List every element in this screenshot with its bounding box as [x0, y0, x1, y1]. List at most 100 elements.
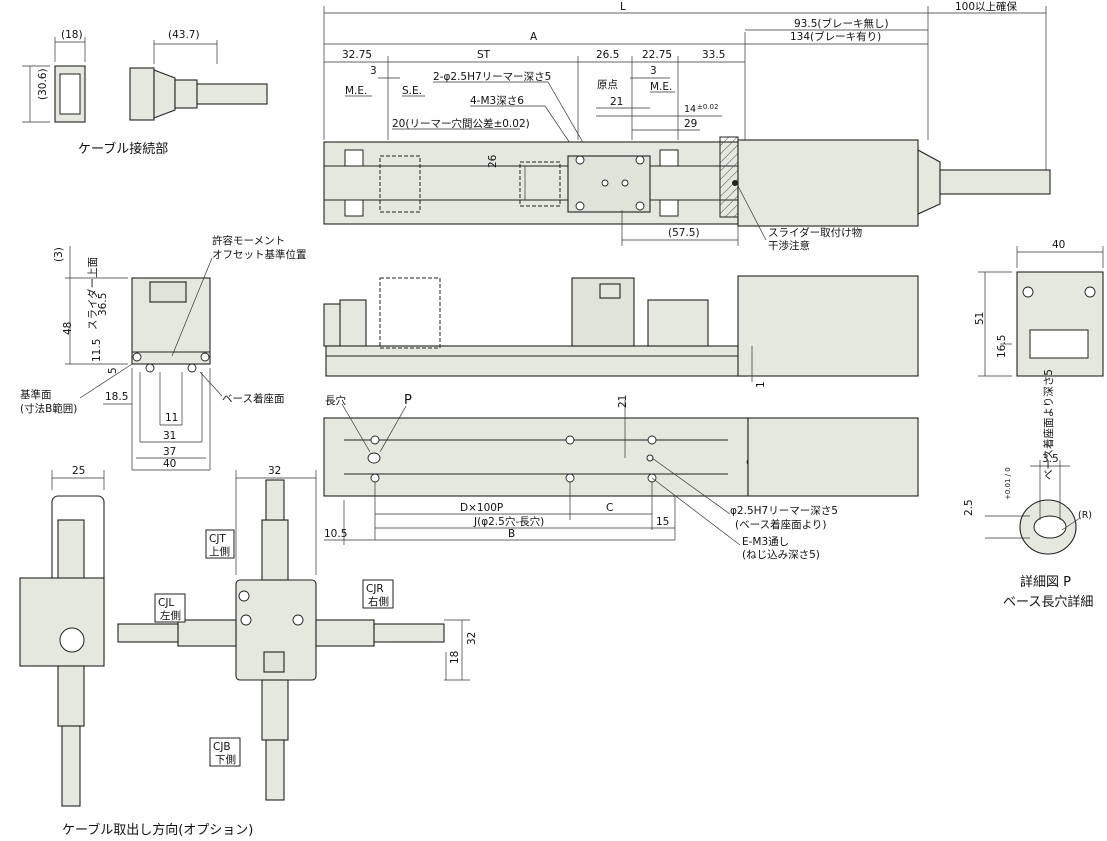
em3-callout-1: E-M3通し: [742, 536, 789, 548]
cjt-label-1: CJT: [209, 533, 226, 545]
detail-radius: (R): [1078, 510, 1092, 521]
ref-surface-1: 基準面: [20, 388, 52, 401]
actuator-base-side: [325, 345, 747, 377]
dim-32-top: 32: [268, 465, 281, 477]
allow-moment-1: 許容モーメント: [212, 234, 285, 247]
dim-48: 48: [62, 322, 74, 335]
dim-32-side: 32: [466, 632, 478, 645]
dim-3-paren: (3): [53, 247, 65, 262]
dim-3-left: 3: [370, 65, 377, 77]
dim-1-side: 1: [755, 381, 767, 388]
dim-26-5: 26.5: [596, 49, 619, 61]
phi25-callout-1: φ2.5H7リーマー深さ5: [730, 505, 838, 517]
actuator-base-bottom: [323, 417, 749, 497]
end-view-right: 40 51 16.5: [974, 239, 1104, 377]
dim-18-5: 18.5: [105, 391, 128, 403]
cjb-label-2: 下側: [215, 753, 236, 766]
dim-32-75: 32.75: [342, 49, 372, 61]
dim-B: B: [508, 528, 515, 540]
origin-label: 原点: [597, 79, 618, 91]
dim-DxP: D×100P: [460, 502, 503, 514]
long-hole-label: 長穴: [325, 394, 346, 407]
cjr-label-2: 右側: [368, 595, 389, 608]
dim-16-5: 16.5: [996, 335, 1008, 358]
side-view: 1: [323, 275, 919, 388]
reamer-callout: 2-φ2.5H7リーマー深さ5: [433, 71, 551, 83]
cable-connection-title: ケーブル接続部: [78, 141, 168, 157]
dim-51: 51: [974, 312, 986, 325]
dim-14: 14: [684, 104, 696, 115]
motor-bottom: [747, 417, 919, 497]
cable-direction-title: ケーブル取出し方向(オプション): [62, 822, 253, 838]
dim-C: C: [606, 502, 613, 514]
slider-caution-2: 干渉注意: [768, 239, 810, 252]
slider-caution-1: スライダー取付け物: [768, 226, 862, 239]
m3-callout: 4-M3深さ6: [470, 95, 524, 107]
dim-40-motor: 40: [1052, 239, 1065, 251]
dim-5-end: 5: [107, 367, 119, 374]
dim-10-5: 10.5: [324, 528, 347, 540]
cjt-label-2: 上側: [209, 545, 230, 558]
dim-31: 31: [163, 430, 176, 442]
dim-57-5: (57.5): [668, 227, 700, 239]
cjr-label-1: CJR: [366, 583, 384, 595]
dim-2-5-tol: +0.01 / 0: [1004, 467, 1012, 500]
reamer-pitch: 20(リーマー穴間公差±0.02): [392, 117, 530, 130]
cable-direction-front-view: 32 32 18 CJT 上側 CJL 左側 CJR 右側 CJB 下側: [117, 465, 478, 801]
dim-40-end: 40: [163, 458, 176, 470]
dim-14-tol: ±0.02: [697, 103, 718, 111]
dim-11-5: 11.5: [91, 339, 103, 362]
motor-side: [737, 275, 919, 377]
dim-22-75: 22.75: [642, 49, 672, 61]
dim-26: 26: [487, 154, 499, 168]
p-mark: P: [404, 393, 412, 408]
ref-surface-2: (寸法B範囲): [20, 402, 77, 415]
dim-93-5: 93.5(ブレーキ無し): [794, 17, 889, 30]
dim-L: L: [620, 1, 626, 13]
detail-depth: ベース着座面より深さ5: [1042, 369, 1055, 480]
detail-subtitle: ベース長穴詳細: [1003, 594, 1093, 610]
em3-callout-2: (ねじ込み深さ5): [742, 549, 820, 561]
se-label: S.E.: [402, 85, 422, 97]
dim-ST: ST: [477, 49, 491, 61]
cable-connection-view: (18) (30.6) (43.7) ケーブル接続部: [22, 29, 268, 157]
dim-437-label: (43.7): [168, 29, 200, 41]
dim-A: A: [530, 31, 538, 43]
cable-connector-body-left: [19, 577, 105, 667]
dim-306-label: (30.6): [37, 68, 49, 100]
dim-J: J(φ2.5穴-長穴): [473, 515, 544, 528]
dim-3-5: 3.5: [1042, 453, 1059, 465]
bottom-view: 長穴 P 21 D×100P C J(φ2.5穴-長穴) 15 10.5 B φ…: [323, 393, 919, 561]
cjl-label-2: 左側: [160, 609, 181, 622]
dim-18-label: (18): [61, 29, 83, 41]
dim-11: 11: [165, 412, 178, 424]
base-mount-label: ベース着座面: [222, 392, 284, 405]
cjl-label-1: CJL: [158, 597, 174, 609]
connector-side: [129, 67, 155, 121]
detail-title: 詳細図 P: [1020, 574, 1071, 590]
dim-134: 134(ブレーキ有り): [790, 30, 881, 43]
dim-2-5: 2.5: [963, 499, 975, 516]
dim-18-side: 18: [449, 651, 461, 664]
me-right-label: M.E.: [650, 81, 672, 93]
dim-25: 25: [72, 465, 85, 477]
end-view-left: 許容モーメント オフセット基準位置 (3) 36.5 48 スライダー上面 11…: [20, 234, 307, 471]
motor-top: [737, 139, 919, 227]
dim-21-bottom: 21: [617, 395, 629, 408]
dim-15: 15: [656, 516, 669, 528]
dim-21: 21: [610, 96, 623, 108]
dim-36-5: 36.5: [97, 293, 109, 316]
dim-100-clearance: 100以上確保: [955, 0, 1018, 13]
me-left-label: M.E.: [345, 85, 367, 97]
detail-p-view: 3.5 2.5 +0.01 / 0 ベース着座面より深さ5 (R) 詳細図 P …: [963, 369, 1093, 610]
dim-3-right: 3: [650, 65, 657, 77]
top-view: L 100以上確保 A 93.5(ブレーキ無し) 134(ブレーキ有り) 32.…: [323, 0, 1051, 252]
phi25-callout-2: (ベース着座面より): [735, 518, 826, 531]
allow-moment-2: オフセット基準位置: [212, 248, 307, 261]
dim-37: 37: [163, 446, 176, 458]
slider-top-label: スライダー上面: [86, 257, 99, 330]
cjb-label-1: CJB: [213, 741, 231, 753]
dim-29: 29: [684, 118, 697, 130]
dim-33-5: 33.5: [702, 49, 725, 61]
